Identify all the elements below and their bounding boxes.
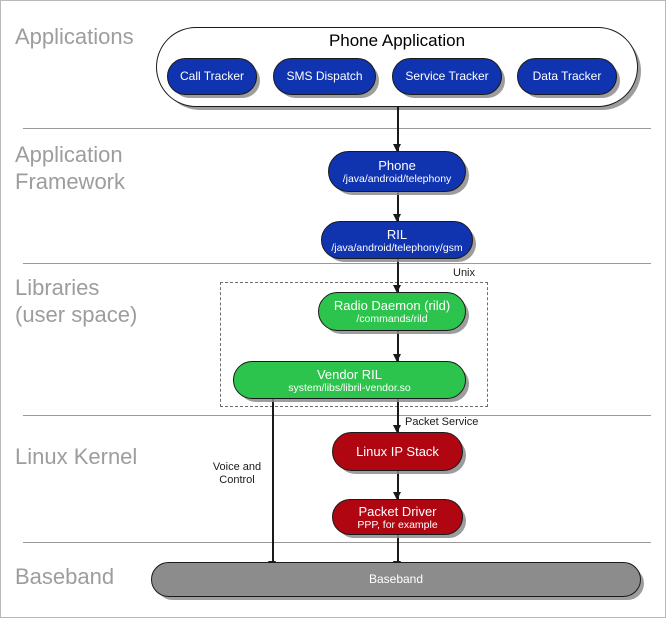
connector-rild-to-vendor-ril (397, 331, 399, 361)
layer-label-baseband: Baseband (15, 564, 115, 589)
layer-label-linux-kernel: Linux Kernel (15, 444, 138, 469)
phone-application-title: Phone Application (328, 31, 466, 50)
arrowhead-app-to-phone (392, 144, 401, 152)
kernel-node-packet-driver[interactable]: Packet Driver PPP, for example (332, 499, 463, 535)
unix-group-box (220, 282, 488, 407)
divider-libraries (23, 415, 651, 416)
connector-ip-stack-to-packet-driver (397, 471, 399, 499)
library-node-radio-daemon-path: /commands/rild (356, 313, 428, 325)
app-node-call-tracker[interactable]: Call Tracker (167, 58, 257, 95)
divider-applications (23, 128, 651, 129)
framework-node-ril-path: /java/android/telephony/gsm (331, 241, 463, 254)
library-node-vendor-ril-title: Vendor RIL (316, 366, 383, 382)
arrowhead-rild-to-vendor-ril (392, 354, 401, 362)
baseband-node-title: Baseband (368, 572, 424, 586)
framework-node-phone-path: /java/android/telephony (342, 173, 452, 185)
library-node-radio-daemon-title: Radio Daemon (rild) (333, 298, 451, 313)
arrowhead-vendor-ril-to-ip-stack (392, 425, 401, 433)
framework-node-phone[interactable]: Phone /java/android/telephony (328, 151, 466, 192)
edge-label-voice-and-control: Voice and Control (212, 461, 262, 486)
connector-app-to-phone (397, 107, 399, 151)
app-node-data-tracker[interactable]: Data Tracker (517, 58, 617, 95)
library-node-vendor-ril[interactable]: Vendor RIL system/libs/libril-vendor.so (233, 361, 466, 399)
baseband-node[interactable]: Baseband (151, 562, 641, 597)
connector-vendor-ril-to-ip-stack (397, 399, 399, 432)
library-node-vendor-ril-path: system/libs/libril-vendor.so (288, 381, 411, 394)
arrowhead-phone-to-ril (392, 214, 401, 222)
edge-label-packet-service: Packet Service (405, 416, 479, 428)
kernel-node-packet-driver-subtitle: PPP, for example (357, 518, 438, 531)
framework-node-phone-title: Phone (378, 158, 416, 173)
app-node-service-tracker-label: Service Tracker (405, 69, 489, 83)
unix-group-label: Unix (453, 267, 476, 279)
kernel-node-linux-ip-stack[interactable]: Linux IP Stack (332, 432, 463, 471)
app-node-sms-dispatch[interactable]: SMS Dispatch (273, 58, 376, 95)
layer-label-applications: Applications (15, 24, 134, 49)
framework-node-ril-title: RIL (386, 226, 408, 242)
layer-label-libraries: Libraries (user space) (15, 275, 138, 327)
connector-ril-to-rild (397, 259, 399, 292)
divider-framework (23, 263, 651, 264)
connector-packet-driver-to-baseband (397, 535, 399, 569)
app-node-service-tracker[interactable]: Service Tracker (392, 58, 502, 95)
connector-phone-to-ril (397, 192, 399, 221)
arrowhead-ril-to-rild (392, 285, 401, 293)
connector-vendor-ril-to-baseband (272, 399, 274, 569)
app-node-sms-dispatch-label: SMS Dispatch (286, 69, 363, 83)
kernel-node-linux-ip-stack-title: Linux IP Stack (356, 444, 439, 459)
app-node-call-tracker-label: Call Tracker (179, 69, 244, 83)
kernel-node-packet-driver-title: Packet Driver (358, 503, 437, 519)
library-node-radio-daemon[interactable]: Radio Daemon (rild) /commands/rild (318, 292, 466, 331)
app-node-data-tracker-label: Data Tracker (532, 69, 602, 83)
layer-label-application-framework: Application Framework (15, 142, 126, 194)
arrowhead-ip-stack-to-packet-driver (392, 492, 401, 500)
divider-kernel (23, 542, 651, 543)
framework-node-ril[interactable]: RIL /java/android/telephony/gsm (321, 221, 473, 259)
